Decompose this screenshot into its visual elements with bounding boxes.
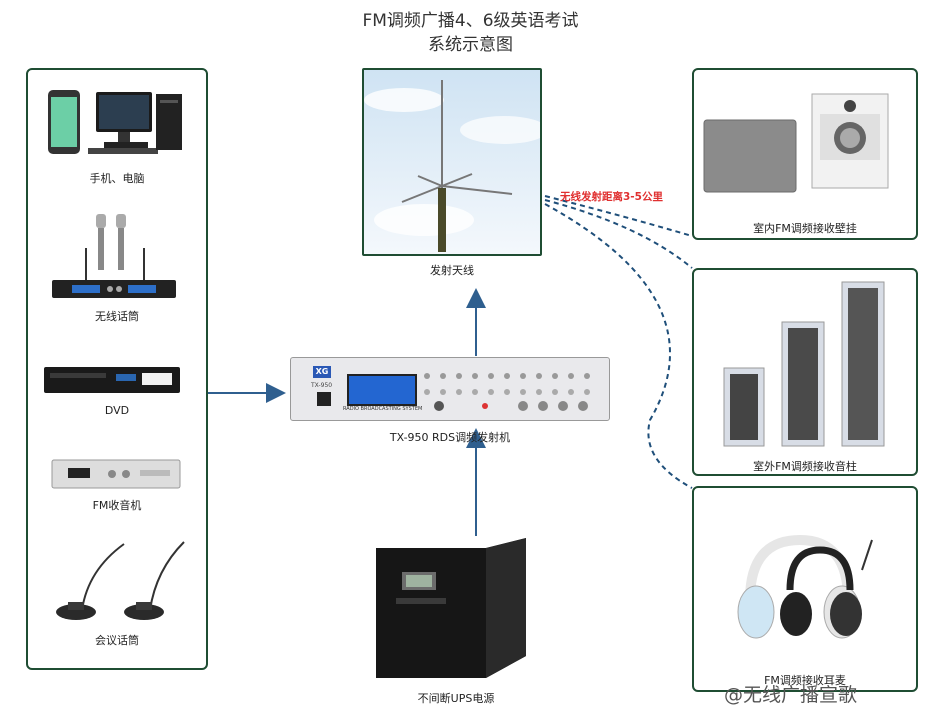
receiver-label-indoor: 室内FM调频接收壁挂 bbox=[753, 222, 857, 235]
wireless-microphone-icon bbox=[52, 212, 176, 304]
headphone-icon bbox=[736, 530, 876, 650]
range-note: 无线发射距离3-5公里 bbox=[560, 191, 663, 203]
wireless-link-headphone bbox=[544, 203, 693, 489]
source-label-fm-radio: FM收音机 bbox=[92, 499, 142, 512]
wall-speaker-icon bbox=[702, 92, 892, 202]
transmitter-label: TX-950 RDS调频发射机 bbox=[389, 431, 511, 444]
transmitter-icon: XG TX-950 RADIO BROADCASTING SYSTEM bbox=[290, 357, 610, 421]
watermark: @无线广播宣歌 bbox=[724, 684, 858, 706]
wireless-link-outdoor bbox=[544, 199, 693, 269]
ups-label: 不间断UPS电源 bbox=[417, 692, 495, 705]
source-label-wireless-mic: 无线话筒 bbox=[95, 310, 139, 323]
power-switch bbox=[317, 392, 331, 406]
ups-icon bbox=[376, 538, 536, 690]
transmitter-display bbox=[347, 374, 417, 406]
transmitter-brand: XG bbox=[313, 366, 331, 378]
phone-computer-icon bbox=[48, 88, 188, 164]
fm-radio-icon bbox=[51, 458, 181, 494]
receiver-label-headphone: FM调频接收耳麦 bbox=[764, 674, 846, 687]
source-label-conference-mic: 会议话筒 bbox=[95, 634, 139, 647]
transmitter-controls bbox=[424, 373, 590, 411]
source-label-dvd: DVD bbox=[104, 404, 130, 417]
diagram-title-line2: 系统示意图 bbox=[428, 35, 513, 55]
wireless-link-indoor bbox=[544, 195, 693, 237]
antenna-label: 发射天线 bbox=[430, 264, 474, 277]
receiver-label-outdoor: 室外FM调频接收音柱 bbox=[753, 460, 857, 473]
transmitter-panel-text: RADIO BROADCASTING SYSTEM bbox=[343, 406, 423, 412]
source-label-phone-computer: 手机、电脑 bbox=[89, 172, 145, 185]
antenna-icon bbox=[362, 68, 542, 256]
conference-microphone-icon bbox=[52, 540, 192, 626]
diagram-title-line1: FM调频广播4、6级英语考试 bbox=[362, 11, 579, 31]
column-speaker-icon bbox=[716, 276, 896, 452]
dvd-player-icon bbox=[44, 365, 180, 401]
transmitter-model: TX-950 bbox=[311, 382, 333, 389]
headphone-receiver-panel bbox=[692, 486, 918, 692]
